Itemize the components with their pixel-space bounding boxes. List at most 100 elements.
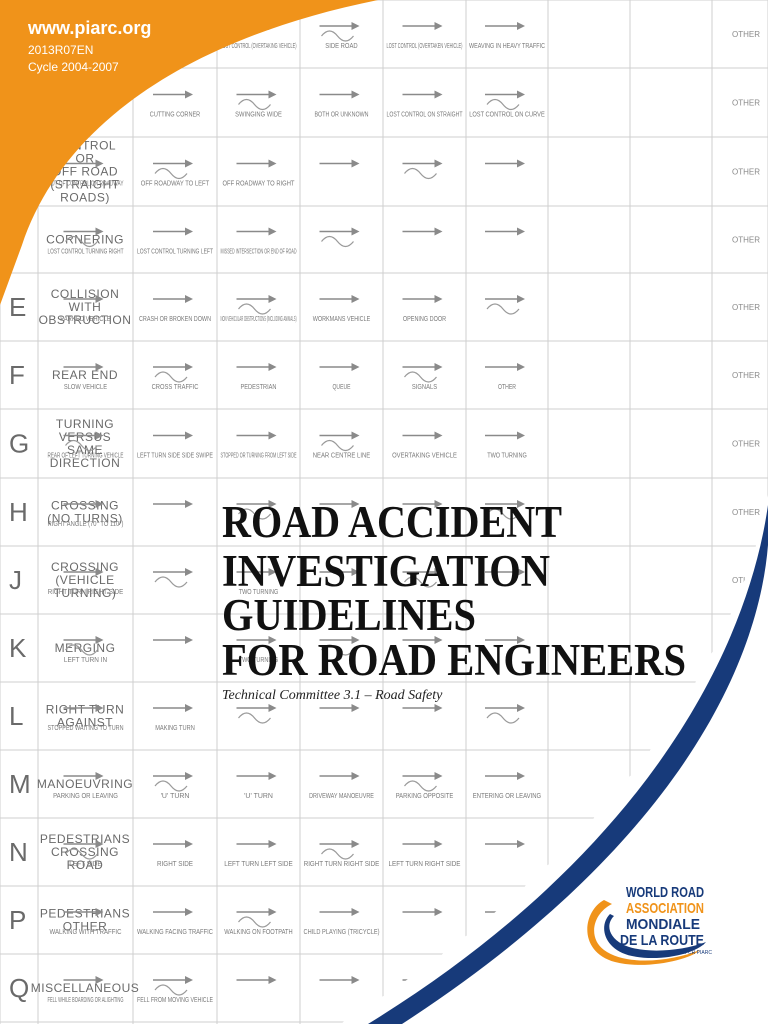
row-label-line: DIRECTION [50,456,121,470]
arrowhead-icon [268,840,277,848]
arrowhead-icon [517,568,525,576]
arrowhead-icon [185,704,193,712]
row-label-line: PEDESTRIANS [40,832,130,846]
arrowhead-icon [268,295,277,303]
arrowhead-icon [434,908,443,916]
swerve-path-icon [486,712,520,724]
diagram-cell [402,227,443,236]
row-label-line: OBSTRUCTION [39,313,132,327]
swerve-path-icon [486,98,520,111]
diagram-cell: SIGNALS [402,363,443,391]
arrowhead-icon [517,840,525,848]
diagram-cell: STOPPED OR TURNING FROM LEFT SIDE [221,431,297,460]
row-label-line: TURNING) [54,586,117,600]
arrowhead-icon [517,227,525,236]
arrowhead-icon [351,90,360,99]
diagram-caption: LOST CONTROL (OVERTAKING VEHICLE) [221,43,297,50]
arrowhead-icon [351,772,360,780]
row-label-line: ROAD [67,858,104,872]
arrowhead-icon [434,22,443,30]
swerve-path-icon [486,303,520,315]
diagram-cell: SWINGING WIDE [235,90,282,119]
arrowhead-icon [185,908,193,916]
diagram-caption: LOST CONTROL ON STRAIGHT [387,112,464,119]
diagram-cell: CROSS TRAFFIC [152,363,198,391]
arrowhead-icon [351,22,360,30]
row-code: H [9,497,28,527]
swerve-path-icon [238,98,271,111]
diagram-cell: WALKING ON FOOTPATH [224,908,293,936]
arrowhead-icon [95,568,104,576]
diagram-caption: LOST CONTROL ON CURVE [469,112,545,119]
arrowhead-icon [434,568,443,576]
arrowhead-icon [95,431,104,440]
arrowhead-icon [434,500,443,508]
swerve-path-icon [154,576,188,588]
diagram-cell [402,704,443,712]
arrowhead-icon [351,363,360,371]
diagram-cell: RIGHT TURN RIGHT SIDE [304,840,380,868]
diagram-cell: OTHER [485,363,525,391]
diagram-caption: PARKING OPPOSITE [396,793,454,800]
diagram-caption: LEFT TURN RIGHT SIDE [389,861,461,868]
arrowhead-icon [517,636,525,644]
diagram-cell: SLOW VEHICLE [63,363,107,391]
diagram-cell: WALKING FACING TRAFFIC [137,908,213,936]
swerve-path-icon [238,712,271,724]
arrowhead-icon [351,159,360,168]
arrowhead-icon [434,704,443,712]
row-label-line: OTHER [63,920,108,934]
arrowhead-icon [434,772,443,780]
diagram-caption: PEDESTRIAN [241,384,277,391]
arrowhead-icon [517,90,525,99]
arrowhead-icon [351,227,360,236]
diagram-caption: NON VEHICULAR OBSTRUCTIONS (INCLUDING AN… [221,316,297,323]
arrowhead-icon [434,227,443,236]
diagram-caption: RIGHT TURN RIGHT SIDE [48,589,124,596]
diagram-cell: LEFT TURN IN [63,636,107,664]
swerve-path-icon [238,303,271,315]
arrowhead-icon [351,295,360,303]
arrowhead-icon [185,772,193,780]
site-url[interactable]: www.piarc.org [27,18,151,38]
diagram-cell: STOPPED WAITING TO TURN [48,704,124,732]
diagram-cell: PARKING OR LEAVING [53,772,118,800]
diagram-caption: CUTTING CORNER [150,112,200,119]
arrowhead-icon [95,840,104,848]
diagram-cell [402,568,443,588]
arrowhead-icon [517,431,525,440]
row-label-line: PEDESTRIANS [40,907,130,921]
arrowhead-icon [434,431,443,440]
title-line-4: FOR ROAD ENGINEERS [222,635,686,685]
row-code: G [9,429,29,459]
diagram-cell [319,568,360,576]
diagram-cell: RIGHT SIDE [153,840,193,868]
diagram-cell [319,500,360,508]
diagram-caption: RIGHT SIDE [157,861,193,868]
diagram-cell: SIDE ROAD [319,22,360,50]
piarc-logo[interactable]: WORLD ROAD ASSOCIATION MONDIALE DE LA RO… [587,884,712,965]
diagram-cell: LOST CONTROL TURNING RIGHT [48,227,124,256]
row-label-line: (NO TURNS) [47,512,122,526]
swerve-path-icon [404,167,437,180]
row-label-line: CROSSING [51,845,119,859]
row-label-line: RIGHT TURN [46,703,125,717]
diagram-cell: OFF ROADWAY TO LEFT [141,159,210,188]
diagram-caption: RIGHT TURN RIGHT SIDE [304,861,380,868]
diagram-cell: OUT OF CONTROL ON ROADWAY [48,159,124,188]
arrowhead-icon [351,976,360,984]
row-label-line: CROSSING [51,499,119,513]
diagram-caption: FELL WHILE BOARDING OR ALIGHTING [48,997,124,1004]
arrowhead-icon [434,840,443,848]
row-label-line: VERSUS [59,430,111,444]
swerve-path-icon [404,780,437,792]
diagram-cell: BOTH OR UNKNOWN [315,90,369,119]
arrowhead-icon [434,295,443,303]
arrowhead-icon [351,908,360,916]
diagram-cell: MISSED INTERSECTION OR END OF ROAD [221,227,297,256]
arrowhead-icon [185,295,193,303]
